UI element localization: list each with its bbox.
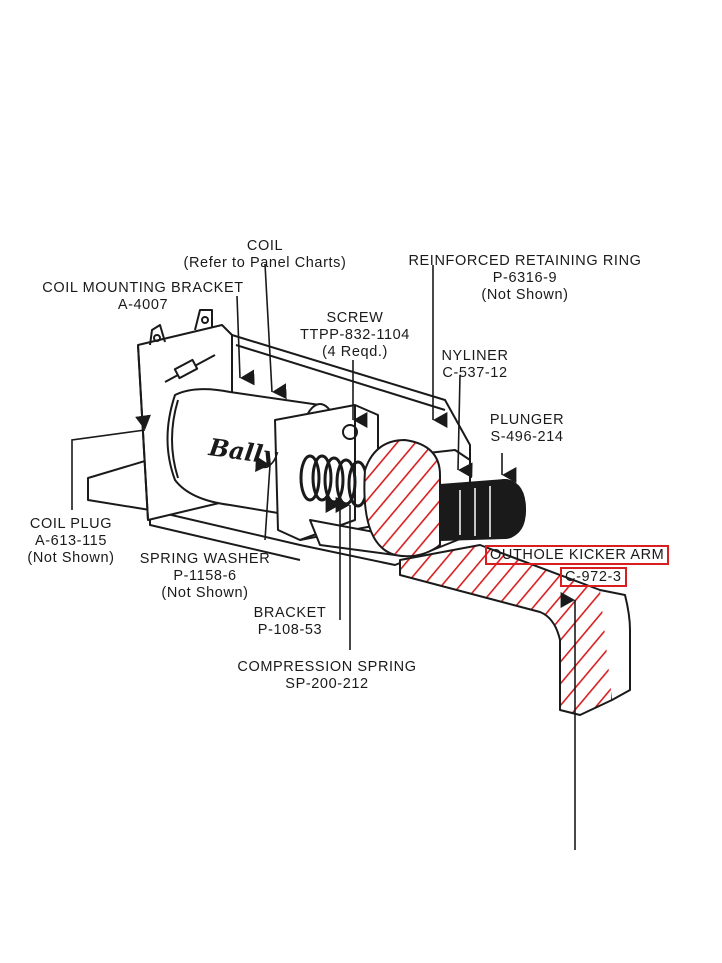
label-bracket: BRACKET P-108-53 [245, 605, 335, 639]
label-kicker-arm-name: OUTHOLE KICKER ARM [485, 545, 670, 565]
plunger-name: PLUNGER [489, 412, 565, 428]
retaining-ring-part: P-6316-9 [492, 270, 558, 286]
screw-part: TTPP-832-1104 [300, 327, 410, 343]
retaining-ring-name: REINFORCED RETAINING RING [408, 253, 642, 269]
spring-washer-note: (Not Shown) [161, 585, 249, 601]
spring-washer-name: SPRING WASHER [139, 551, 271, 567]
plunger-part: S-496-214 [490, 429, 564, 445]
nyliner-name: NYLINER [441, 348, 509, 364]
label-compression-spring: COMPRESSION SPRING SP-200-212 [222, 659, 432, 693]
screw-note: (4 Reqd.) [322, 344, 388, 360]
coil-plug-part: A-613-115 [34, 533, 108, 549]
bracket-part: P-108-53 [257, 622, 323, 638]
outhole-kicker-arm-shape [363, 439, 631, 716]
label-coil-mounting-bracket: COIL MOUNTING BRACKET A-4007 [18, 280, 268, 314]
coil-bracket-name: COIL MOUNTING BRACKET [42, 280, 244, 296]
label-retaining-ring: REINFORCED RETAINING RING P-6316-9 (Not … [380, 253, 670, 304]
label-nyliner: NYLINER C-537-12 [425, 348, 525, 382]
label-coil-plug: COIL PLUG A-613-115 (Not Shown) [15, 516, 127, 567]
label-spring-washer: SPRING WASHER P-1158-6 (Not Shown) [130, 551, 280, 602]
label-coil: COIL (Refer to Panel Charts) [165, 238, 365, 272]
coil-part: (Refer to Panel Charts) [183, 255, 347, 271]
compression-spring-name: COMPRESSION SPRING [237, 659, 417, 675]
coil-plug-note: (Not Shown) [27, 550, 115, 566]
label-screw: SCREW TTPP-832-1104 (4 Reqd.) [285, 310, 425, 361]
screw-name: SCREW [326, 310, 384, 326]
bracket-name: BRACKET [253, 605, 327, 621]
coil-name: COIL [246, 238, 284, 254]
coil-plug-name: COIL PLUG [29, 516, 113, 532]
retaining-ring-note: (Not Shown) [481, 287, 569, 303]
coil-bracket-part: A-4007 [117, 297, 169, 313]
label-kicker-arm-part: C-972-3 [560, 567, 627, 587]
label-plunger: PLUNGER S-496-214 [472, 412, 582, 446]
spring-washer-part: P-1158-6 [173, 568, 237, 584]
compression-spring-part: SP-200-212 [285, 676, 369, 692]
nyliner-part: C-537-12 [442, 365, 508, 381]
